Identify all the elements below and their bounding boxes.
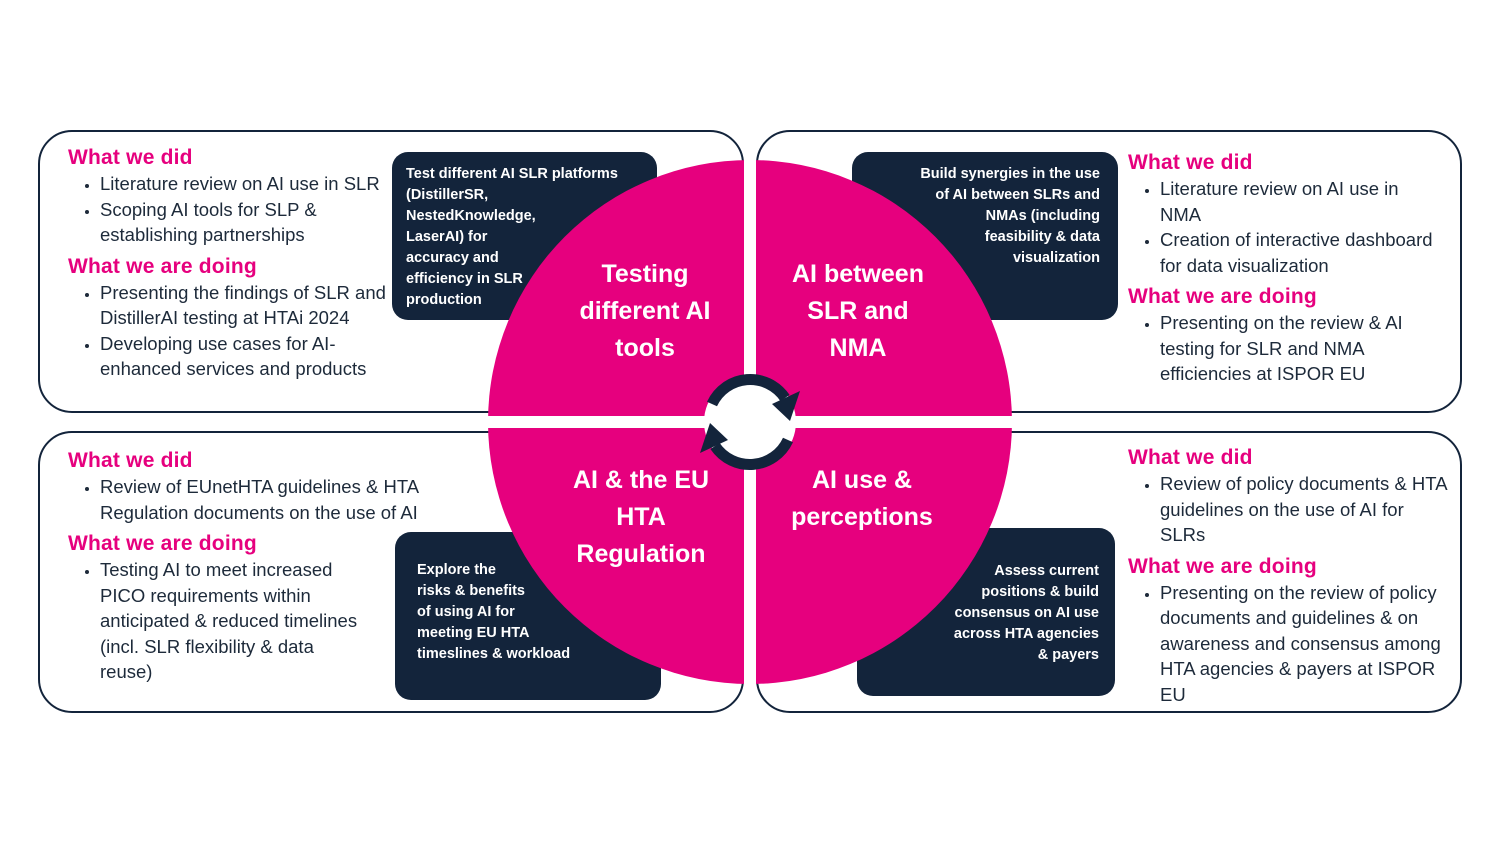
- box-line: consensus on AI use: [954, 605, 1100, 621]
- box-line: & payers: [1037, 647, 1099, 663]
- box-line: NMAs (including: [985, 208, 1100, 224]
- did-heading: What we did: [1128, 446, 1253, 469]
- box-line: NestedKnowledge,: [406, 208, 536, 224]
- list-item: Literature review on AI use in SLR: [100, 171, 418, 197]
- list-item: Review of EUnetHTA guidelines & HTA Regu…: [100, 474, 448, 525]
- box-line: Explore the: [417, 562, 496, 578]
- did-heading: What we did: [68, 449, 193, 472]
- quadrant-title-top-right: AI between SLR and NMA: [792, 260, 924, 362]
- box-line: Build synergies in the use: [920, 166, 1100, 182]
- box-line: of AI between SLRs and: [935, 187, 1100, 203]
- box-line: timeslines & workload: [417, 646, 571, 662]
- list-item: Literature review on AI use in NMA: [1160, 176, 1430, 227]
- did-list: Literature review on AI use in SLR Scopi…: [68, 171, 418, 248]
- did-list: Review of policy documents & HTA guideli…: [1128, 471, 1448, 548]
- box-line: risks & benefits: [417, 583, 525, 599]
- box-line: Assess current: [994, 563, 1099, 579]
- box-line: accuracy and: [406, 250, 499, 266]
- list-item: Review of policy documents & HTA guideli…: [1160, 471, 1448, 548]
- quadrant-title-bottom-right: AI use & perceptions: [791, 466, 933, 531]
- did-heading: What we did: [1128, 151, 1253, 174]
- did-list: Literature review on AI use in NMA Creat…: [1128, 176, 1448, 278]
- list-item: Creation of interactive dashboard for da…: [1160, 227, 1448, 278]
- box-line: visualization: [1012, 250, 1100, 266]
- doing-heading: What we are doing: [68, 532, 257, 555]
- doing-list: Testing AI to meet increased PICO requir…: [68, 557, 448, 685]
- box-line: Test different AI SLR platforms: [406, 166, 618, 182]
- list-item: Testing AI to meet increased PICO requir…: [100, 557, 360, 685]
- doing-heading: What we are doing: [1128, 285, 1317, 308]
- bottom-right-text: What we did Review of policy documents &…: [1128, 445, 1448, 713]
- box-line: meeting EU HTA: [417, 625, 530, 641]
- top-right-text: What we did Literature review on AI use …: [1128, 150, 1448, 393]
- doing-heading: What we are doing: [68, 254, 257, 278]
- box-line: feasibility & data: [984, 229, 1100, 245]
- top-left-text: What we did Literature review on AI use …: [68, 145, 418, 388]
- did-heading: What we did: [68, 146, 193, 169]
- doing-list: Presenting on the review of policy docum…: [1128, 580, 1448, 708]
- refresh-cycle-icon: [700, 374, 800, 470]
- quadrant-title-top-left: Testing different AI tools: [579, 260, 711, 362]
- box-line: production: [406, 292, 482, 308]
- objective-box-bottom-right: Assess current positions & build consens…: [857, 528, 1115, 696]
- list-item: Presenting on the review & AI testing fo…: [1160, 310, 1448, 387]
- doing-list: Presenting the findings of SLR and Disti…: [68, 280, 418, 382]
- box-line: (DistillerSR,: [406, 187, 489, 203]
- bottom-left-text: What we did Review of EUnetHTA guideline…: [68, 448, 448, 691]
- box-line: of using AI for: [417, 604, 515, 620]
- doing-list: Presenting on the review & AI testing fo…: [1128, 310, 1448, 387]
- list-item: Presenting on the review of policy docum…: [1160, 580, 1448, 708]
- box-line: efficiency in SLR: [406, 271, 523, 287]
- list-item: Presenting the findings of SLR and Disti…: [100, 280, 400, 331]
- list-item: Scoping AI tools for SLP & establishing …: [100, 197, 418, 248]
- box-line: LaserAI) for: [406, 229, 488, 245]
- did-list: Review of EUnetHTA guidelines & HTA Regu…: [68, 474, 448, 525]
- box-line: across HTA agencies: [953, 626, 1099, 642]
- box-line: positions & build: [981, 584, 1099, 600]
- doing-heading: What we are doing: [1128, 554, 1317, 578]
- list-item: Developing use cases for AI-enhanced ser…: [100, 331, 400, 382]
- quadrant-title-bottom-left: AI & the EU HTA Regulation: [572, 466, 710, 568]
